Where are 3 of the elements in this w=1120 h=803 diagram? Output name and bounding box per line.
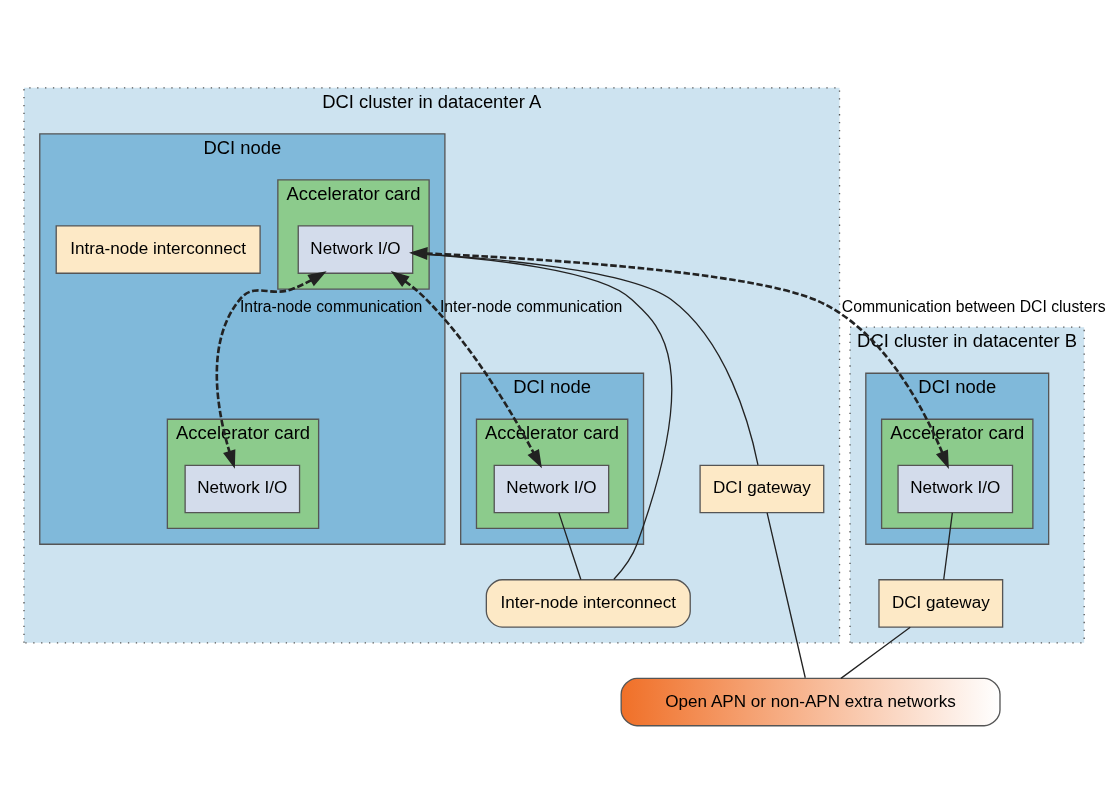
edge-label: Intra-node communication bbox=[239, 298, 423, 316]
edge-label: Communication between DCI clusters bbox=[841, 298, 1106, 316]
edge-label: Inter-node communication bbox=[439, 298, 623, 316]
